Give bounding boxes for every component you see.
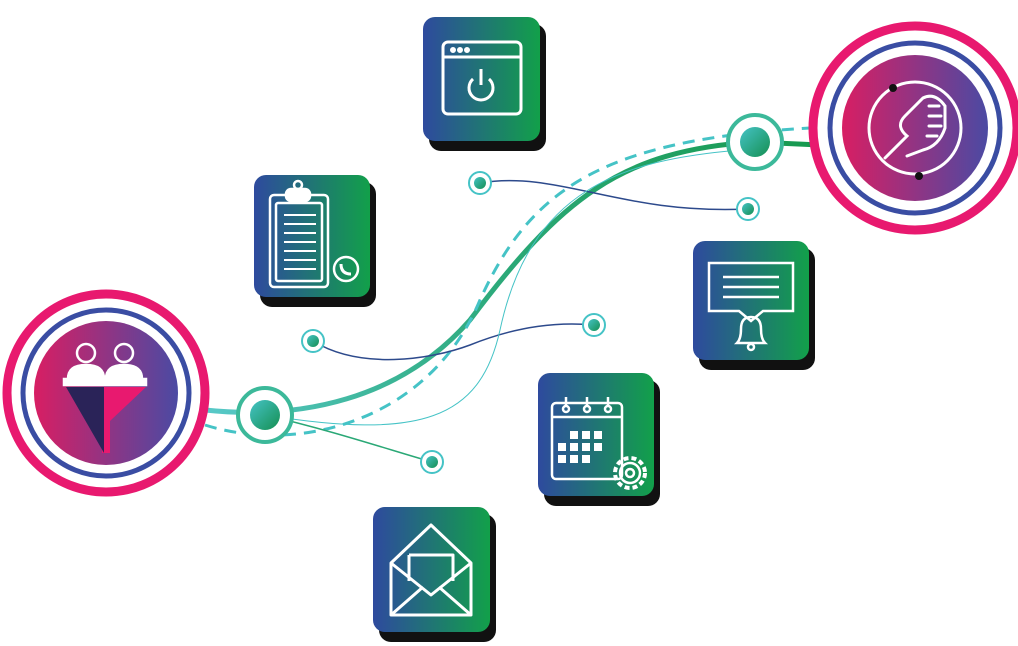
handshake-icon bbox=[867, 80, 963, 180]
node bbox=[736, 197, 760, 221]
big-node-left bbox=[236, 386, 294, 444]
calendar-gear-icon bbox=[550, 397, 647, 490]
tile-app-power bbox=[423, 17, 546, 151]
thin-line-a bbox=[479, 179, 749, 211]
dashed-flow-line bbox=[204, 126, 811, 437]
node bbox=[468, 171, 492, 195]
tile-calendar-settings bbox=[538, 373, 660, 506]
browser-power-icon bbox=[441, 40, 523, 116]
tile-clipboard-call bbox=[254, 175, 376, 307]
lead-funnel-hub bbox=[2, 289, 210, 497]
open-envelope-icon bbox=[389, 523, 473, 617]
tile-chat-notification bbox=[693, 241, 815, 370]
big-node-right bbox=[726, 113, 784, 171]
small-nodes bbox=[236, 113, 784, 474]
main-flow-line bbox=[204, 139, 821, 415]
clipboard-phone-icon bbox=[268, 179, 360, 289]
thin-line-b bbox=[312, 323, 595, 361]
connection-lines bbox=[204, 126, 821, 463]
chat-bell-icon bbox=[707, 261, 795, 352]
tile-email bbox=[373, 507, 496, 642]
node bbox=[582, 313, 606, 337]
handshake-hub bbox=[808, 21, 1018, 235]
node bbox=[301, 329, 325, 353]
node bbox=[420, 450, 444, 474]
thin-line-d bbox=[264, 149, 741, 426]
funnel-people-icon bbox=[62, 342, 148, 453]
